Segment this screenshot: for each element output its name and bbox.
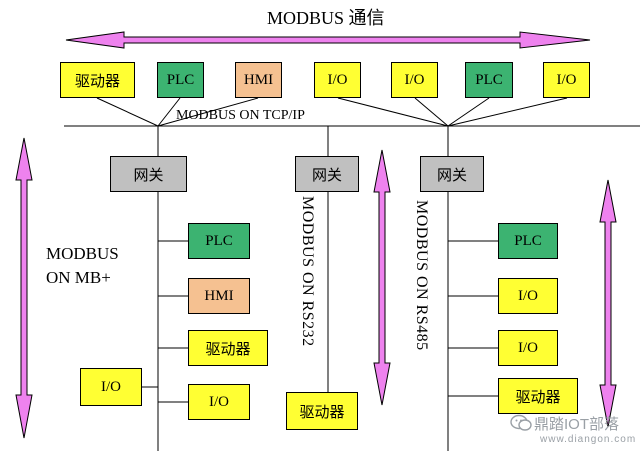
tcpip-bus-label: MODBUS ON TCP/IP	[176, 108, 305, 123]
top-device-io: I/O	[314, 62, 361, 98]
tcpip-double-arrow	[65, 31, 591, 49]
rs485-label: MODBUS ON RS485	[413, 200, 430, 351]
mbplus-label-line1: MODBUS	[46, 244, 119, 263]
diagram-title: MODBUS 通信	[267, 8, 385, 28]
drop-line	[414, 97, 449, 127]
mbplus-label-line2: ON MB+	[46, 268, 111, 287]
top-device-io: I/O	[543, 62, 590, 98]
rs485-device-plc: PLC	[498, 223, 558, 259]
mbplus-device-hmi: HMI	[188, 278, 250, 314]
rs485-device-drive: 驱动器	[498, 378, 578, 414]
watermark-brand: 鼎踏IOT部落	[534, 416, 619, 433]
mbplus-device-plc: PLC	[188, 223, 250, 259]
top-device-plc: PLC	[157, 62, 204, 98]
mbplus-device-drive: 驱动器	[188, 330, 268, 366]
top-device-io: I/O	[391, 62, 438, 98]
mbplus-double-arrow	[15, 137, 33, 439]
top-device-hmi: HMI	[235, 62, 282, 98]
rs485-double-arrow	[599, 179, 617, 428]
rs485-device-io: I/O	[498, 278, 558, 314]
top-device-drive: 驱动器	[60, 62, 135, 98]
mbplus-device-io: I/O	[80, 368, 142, 406]
drop-line	[337, 97, 449, 127]
mbplus-device-io: I/O	[188, 384, 250, 420]
drop-line	[447, 97, 490, 127]
top-device-plc: PLC	[465, 62, 513, 98]
rs232-device-drive: 驱动器	[286, 392, 358, 430]
gateway-rs485: 网关	[420, 156, 484, 192]
rs485-device-io: I/O	[498, 330, 558, 366]
drop-line	[447, 97, 568, 127]
rs232-label: MODBUS ON RS232	[299, 196, 316, 347]
rs232-double-arrow	[373, 149, 391, 406]
drop-line	[96, 97, 159, 127]
watermark-url: www.diangon.com	[540, 434, 637, 445]
drop-line	[157, 97, 259, 127]
drop-line	[157, 97, 181, 127]
gateway-rs232: 网关	[295, 156, 359, 192]
gateway-mbplus: 网关	[110, 156, 187, 192]
wechat-icon	[510, 414, 532, 431]
